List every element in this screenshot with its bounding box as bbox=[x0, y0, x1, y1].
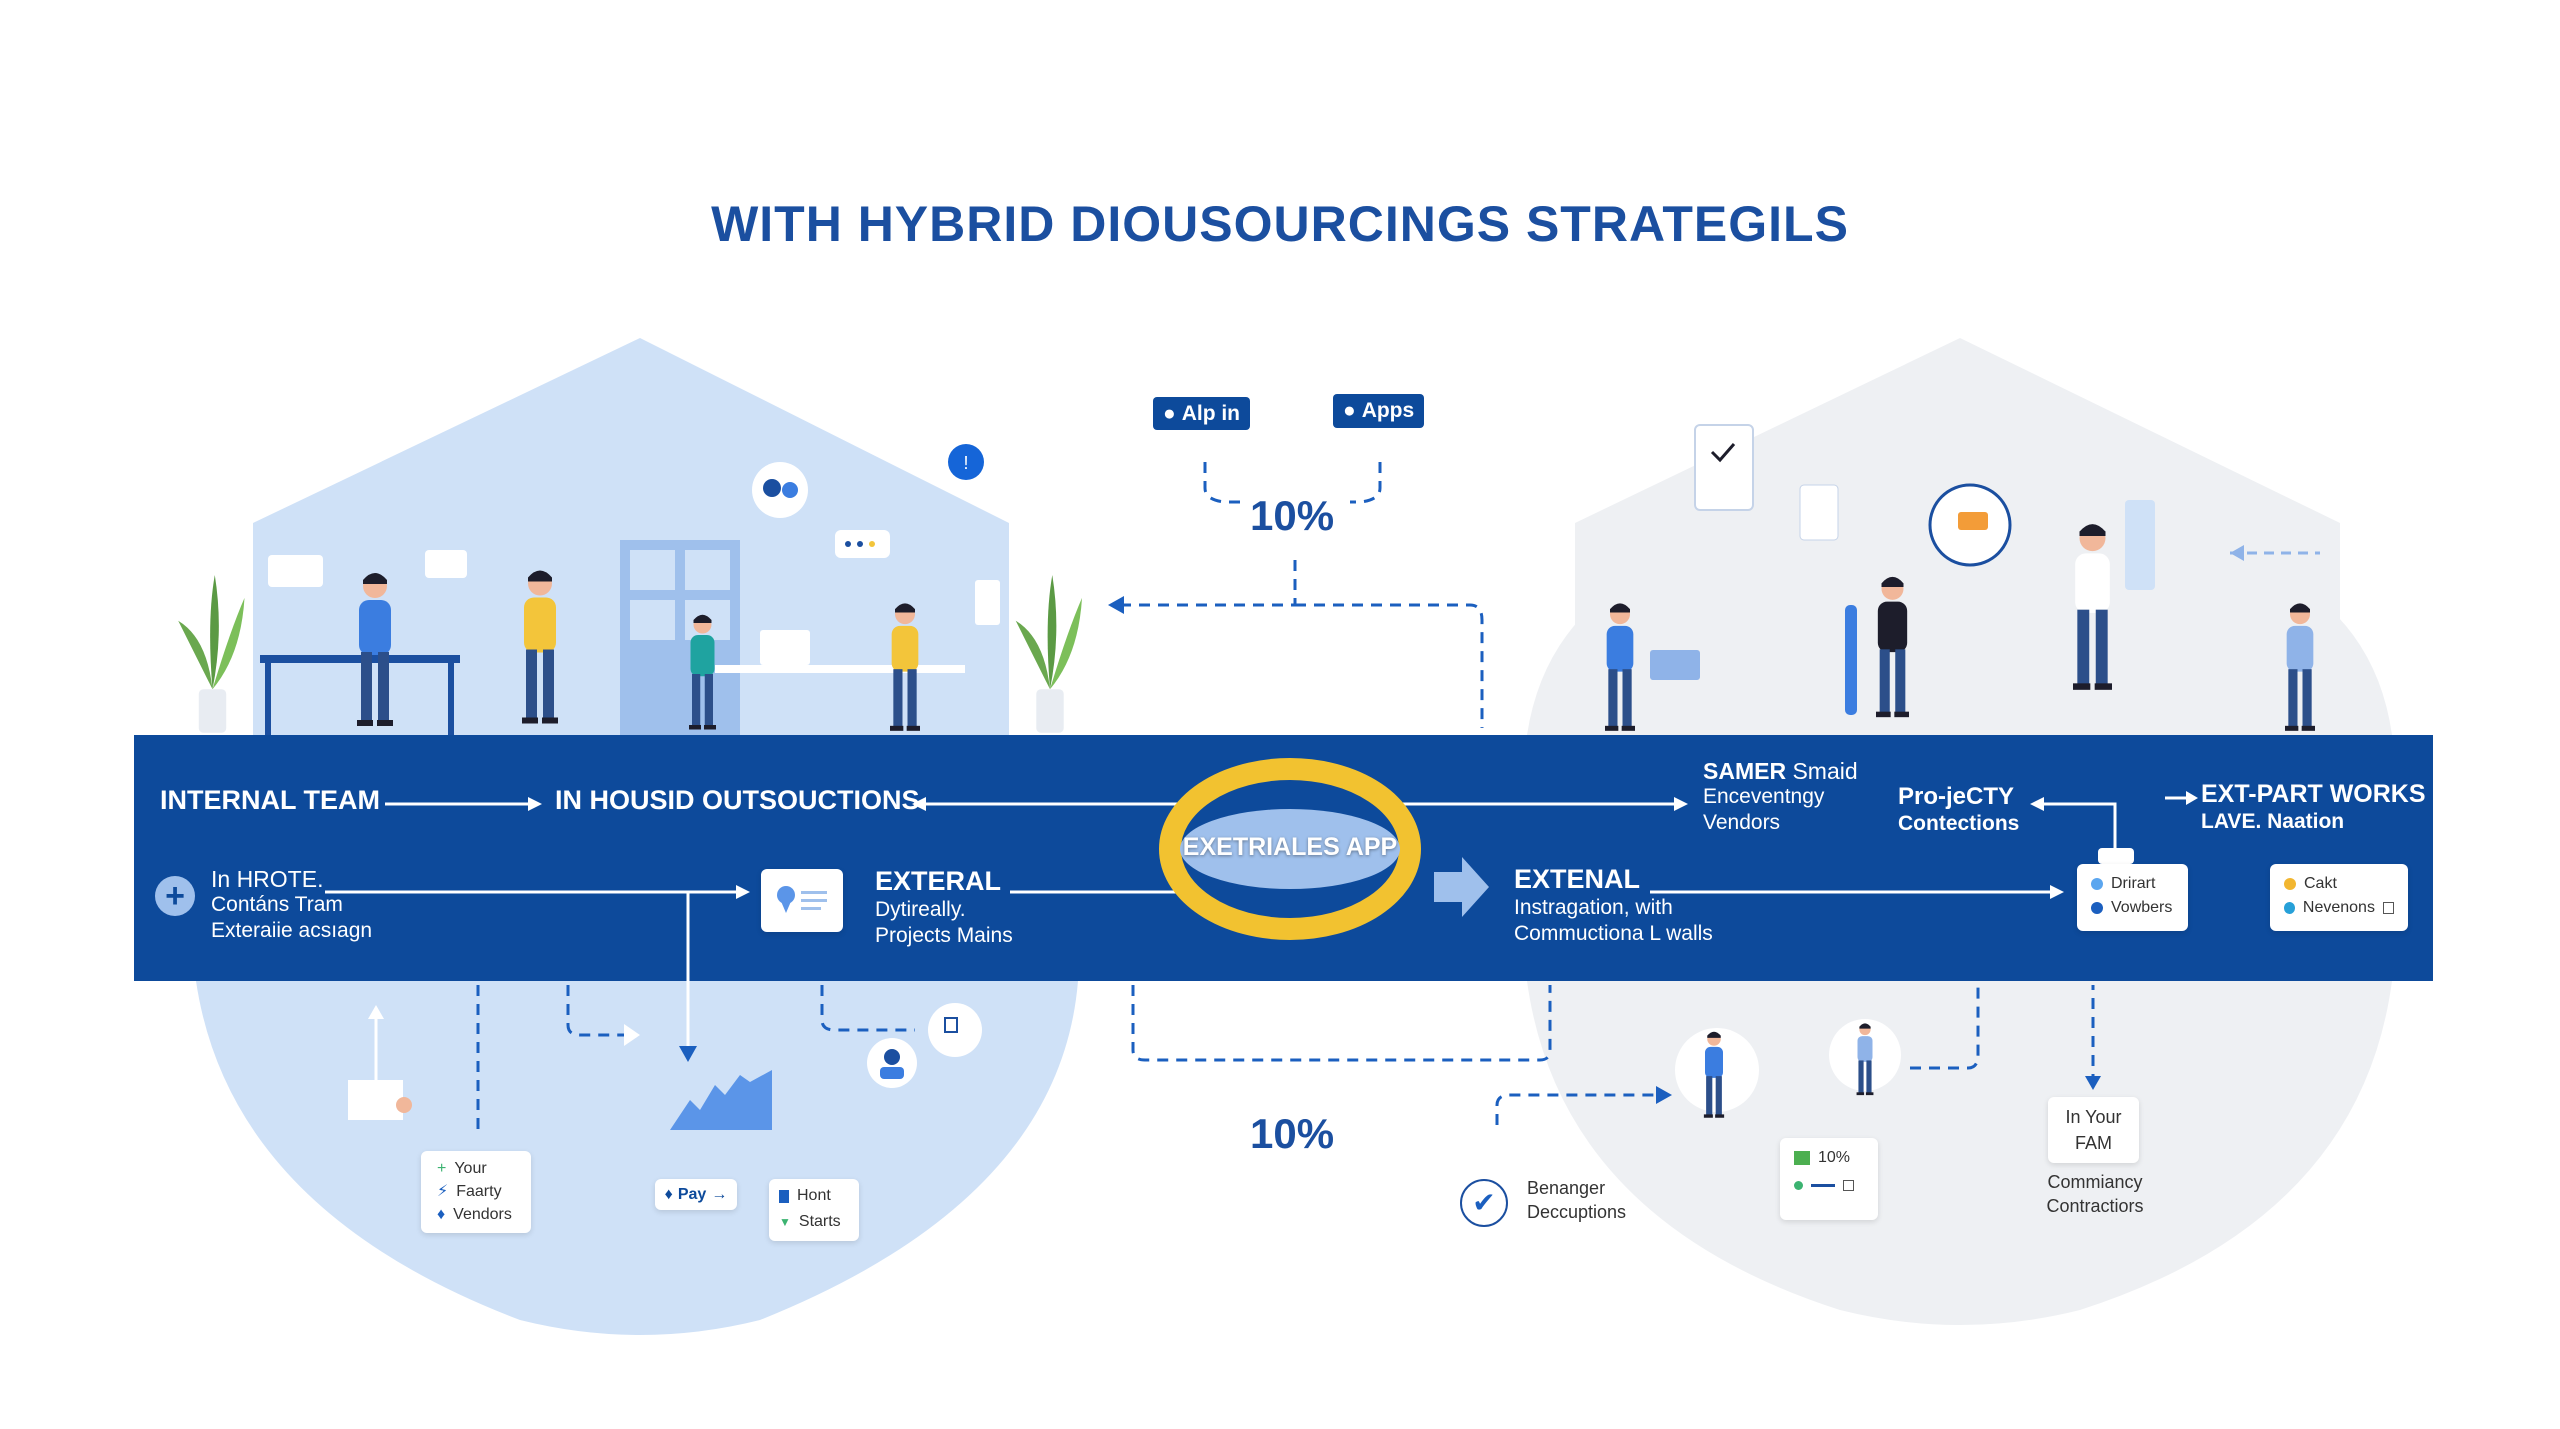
label-internal-team: INTERNAL TEAM bbox=[160, 785, 380, 815]
percent-top: 10% bbox=[1250, 492, 1335, 539]
right-circle-shape bbox=[1527, 981, 2392, 1325]
heart-icon: ▼ bbox=[779, 1215, 791, 1229]
samer-bold: SAMER bbox=[1703, 758, 1787, 784]
document-card[interactable] bbox=[761, 869, 843, 932]
plant-icon bbox=[1015, 575, 1082, 733]
left-circle-shape bbox=[196, 981, 1078, 1335]
square-icon bbox=[1843, 1180, 1854, 1191]
pay-label: Pay bbox=[677, 1185, 707, 1203]
left-house-shape bbox=[253, 338, 1009, 735]
card-item: Drirart bbox=[2111, 875, 2156, 892]
external-link-icon[interactable] bbox=[2382, 902, 2394, 914]
stat-card[interactable]: 10% bbox=[1780, 1138, 1878, 1220]
projecty-title: Pro-jeCTY bbox=[1898, 783, 2015, 810]
card-item: Nevenons bbox=[2302, 899, 2375, 916]
extenal-line2: Commuctiona L walls bbox=[1514, 922, 1713, 945]
drop-icon: ♦ bbox=[664, 1185, 673, 1203]
status-dot-icon bbox=[1794, 1181, 1803, 1190]
card-item: Starts bbox=[798, 1213, 841, 1230]
status-dot-icon bbox=[2091, 902, 2103, 914]
dashed-connectors bbox=[476, 462, 2095, 1135]
location-doc-icon bbox=[777, 886, 827, 913]
fam-line1: In Your bbox=[2065, 1107, 2122, 1127]
fam-line2: FAM bbox=[2074, 1133, 2112, 1153]
plus-icon[interactable]: + bbox=[155, 876, 195, 916]
benanger-line2: Deccuptions bbox=[1527, 1202, 1627, 1222]
label-in-house: IN HOUSID OUTSOUCTIONS bbox=[555, 785, 920, 815]
status-dot-icon bbox=[2284, 878, 2296, 890]
progress-line bbox=[1811, 1184, 1835, 1187]
benanger-label: Benanger Deccuptions bbox=[1527, 1176, 1626, 1224]
pay-button[interactable]: ♦Pay→ bbox=[655, 1179, 737, 1210]
growth-chart-icon bbox=[670, 1070, 772, 1130]
in-hrote-block: In HROTE. Contáns Tram Exteraiie acsıagn bbox=[211, 866, 372, 944]
in-hrote-title: In HROTE. bbox=[211, 866, 324, 892]
extenal-line1: Instragation, with bbox=[1514, 896, 1673, 919]
check-icon: ✔ bbox=[1460, 1179, 1508, 1227]
status-dot-icon bbox=[2284, 902, 2295, 914]
vendor-card-b[interactable]: Cakt Nevenons bbox=[2270, 864, 2408, 931]
commiancy-label: Commiancy Contractiors bbox=[2025, 1170, 2165, 1218]
stat-value: 10% bbox=[1818, 1149, 1851, 1166]
arrow-right-icon: → bbox=[711, 1185, 728, 1203]
card-item: Your bbox=[454, 1160, 487, 1177]
ext-part-line1: LAVE. Naation bbox=[2201, 810, 2345, 833]
card-item: Vowbers bbox=[2111, 899, 2173, 916]
card-item: Faarty bbox=[456, 1183, 502, 1200]
card-item: Hont bbox=[797, 1187, 831, 1204]
card-item: Vendors bbox=[453, 1206, 512, 1223]
plus-icon: + bbox=[437, 1160, 447, 1177]
apple-icon: ● bbox=[1163, 401, 1176, 425]
samer-line1: Enceventngy bbox=[1703, 785, 1825, 808]
projecty-block: Pro-jeCTY Contections bbox=[1898, 783, 2019, 837]
vendor-card-a[interactable]: Drirart Vowbers bbox=[2077, 864, 2188, 931]
benanger-line1: Benanger bbox=[1527, 1178, 1606, 1198]
card-item: Cakt bbox=[2304, 875, 2337, 892]
samer-rest: Smaid bbox=[1792, 758, 1858, 784]
exteral-block: EXTERAL Dytireally. Projects Mains bbox=[875, 866, 1013, 949]
info-icon bbox=[948, 444, 984, 480]
center-app-label[interactable]: EXETRIALES APP bbox=[1182, 833, 1398, 861]
bolt-icon: ⚡︎ bbox=[437, 1183, 449, 1200]
exteral-line2: Projects Mains bbox=[875, 924, 1013, 947]
exteral-line1: Dytireally. bbox=[875, 898, 966, 921]
samer-block: SAMER Smaid Enceventngy Vendors bbox=[1703, 758, 1858, 836]
in-hrote-line1: Contáns Tram bbox=[211, 893, 343, 916]
status-dot-icon bbox=[2091, 878, 2103, 890]
badge-label: Apps bbox=[1361, 399, 1415, 422]
door-icon bbox=[779, 1189, 789, 1203]
fam-card[interactable]: In Your FAM bbox=[2048, 1097, 2139, 1163]
svg-text:!: ! bbox=[963, 453, 968, 473]
clipboard-icon bbox=[1694, 424, 1754, 511]
percent-bottom: 10% bbox=[1250, 1110, 1335, 1157]
thumbs-down-icon bbox=[1794, 1151, 1810, 1165]
drop-icon: ♦ bbox=[437, 1206, 446, 1223]
in-hrote-line2: Exteraiie acsıagn bbox=[211, 919, 373, 942]
app-badge-left[interactable]: ●Alp in bbox=[1153, 397, 1251, 430]
commiancy-line2: Contractiors bbox=[2046, 1196, 2144, 1216]
badge-label: Alp in bbox=[1181, 401, 1241, 425]
ext-part-title: EXT-PART WORKS bbox=[2201, 780, 2426, 808]
app-badge-right[interactable]: ●Apps bbox=[1333, 394, 1425, 428]
samer-line2: Vendors bbox=[1703, 811, 1781, 834]
projecty-line1: Contections bbox=[1898, 812, 2020, 835]
apple-icon: ● bbox=[1343, 399, 1356, 422]
page-title: WITH HYBRID DIOUSOURCINGS STRATEGILS bbox=[711, 196, 1849, 252]
ext-part-block: EXT-PART WORKS LAVE. Naation bbox=[2201, 780, 2426, 835]
your-vendors-card[interactable]: + Your ⚡︎ Faarty ♦ Vendors bbox=[421, 1151, 531, 1233]
extenal-title: EXTENAL bbox=[1514, 864, 1641, 894]
extenal-block: EXTENAL Instragation, with Commuctiona L… bbox=[1514, 864, 1713, 947]
exteral-title: EXTERAL bbox=[875, 866, 1002, 896]
hont-card[interactable]: Hont ▼ Starts bbox=[769, 1179, 859, 1241]
commiancy-line1: Commiancy bbox=[2047, 1172, 2143, 1192]
plant-icon bbox=[178, 575, 245, 733]
